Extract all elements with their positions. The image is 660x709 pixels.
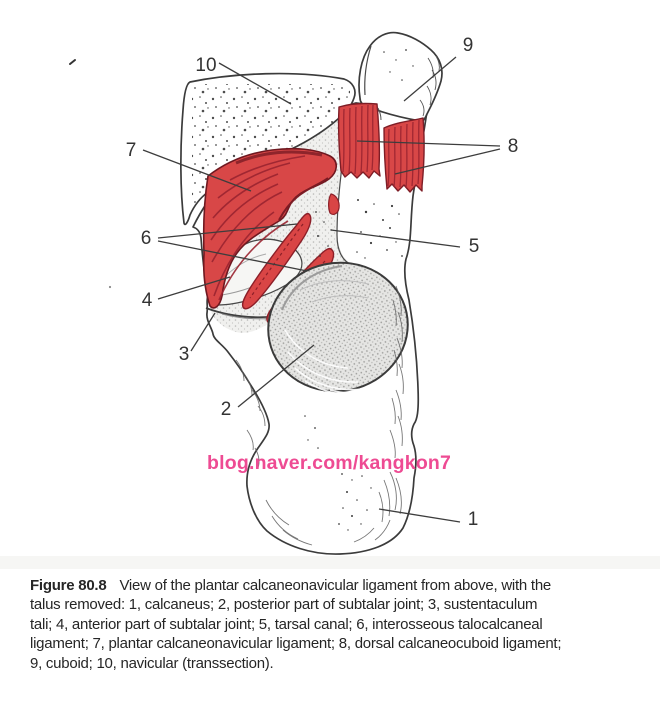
figure-labels: 10 9 7 8 6 5 4 3 2 1	[126, 35, 519, 530]
figure-label-1: 1	[468, 509, 479, 530]
figure-label-4: 4	[142, 290, 153, 311]
posterior-subtalar-facet	[267, 261, 409, 396]
figure-label-5: 5	[469, 236, 480, 257]
scan-artifact-band	[0, 556, 660, 569]
leader-line-2	[237, 344, 315, 408]
leader-line-1	[378, 508, 461, 523]
bone-cuboid	[358, 31, 443, 123]
caption-line: 9, cuboid; 10, navicular (transsection).	[30, 654, 274, 672]
scan-speck	[69, 59, 76, 65]
figure-caption: Figure 80.8 View of the plantar calcaneon…	[30, 576, 645, 673]
caption-figure-number: Figure 80.8	[30, 577, 107, 594]
leader-line-9	[403, 56, 457, 102]
leader-line-6b	[157, 240, 308, 272]
caption-line: talus removed: 1, calcaneus; 2, posterio…	[30, 596, 538, 614]
leader-line-10	[218, 62, 292, 105]
figure-label-6: 6	[141, 228, 152, 249]
bone-hatching	[235, 285, 404, 546]
leader-line-4	[157, 276, 231, 300]
figure-label-9: 9	[463, 35, 474, 56]
leader-line-5	[330, 229, 461, 248]
caption-line: tali; 4, anterior part of subtalar joint…	[30, 615, 543, 633]
leader-line-3	[190, 312, 216, 352]
ligament-plantar-calcaneonavicular	[202, 147, 338, 309]
anatomy-illustration: 10 9 7 8 6 5 4 3 2 1 blog.naver.com/kang…	[69, 31, 519, 555]
caption-line: Figure 80.8 View of the plantar calcaneon…	[30, 576, 645, 595]
figure-label-7: 7	[126, 140, 137, 161]
figure-label-2: 2	[221, 399, 232, 420]
leader-line-8a	[356, 140, 501, 147]
leader-line-6a	[157, 223, 298, 239]
watermark-text: blog.naver.com/kangkon7	[207, 452, 451, 474]
leader-line-7	[142, 149, 252, 192]
figure-label-3: 3	[179, 344, 190, 365]
caption-text: View of the plantar calcaneonavicular li…	[119, 577, 552, 594]
leader-lines	[142, 56, 501, 523]
caption-line: ligament; 7, plantar calcaneonavicular l…	[30, 635, 562, 653]
figure-label-10: 10	[195, 55, 216, 76]
leader-line-8b	[394, 148, 501, 175]
figure-label-8: 8	[508, 136, 519, 157]
scan-speck-2	[108, 285, 112, 289]
